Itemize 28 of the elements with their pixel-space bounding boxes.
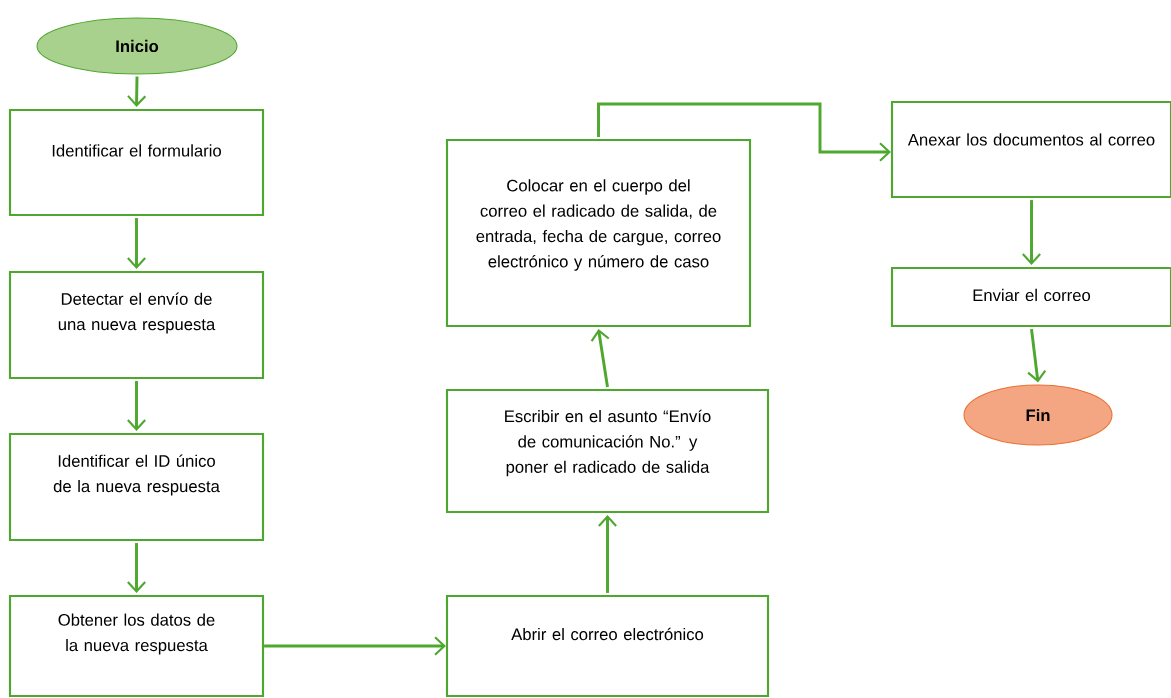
arrow bbox=[1022, 200, 1041, 265]
arrow bbox=[127, 381, 146, 431]
process-box bbox=[8, 270, 265, 380]
arrow bbox=[127, 218, 146, 269]
node-label: Detectar el envío de una nueva respuesta bbox=[58, 292, 216, 334]
process-box bbox=[890, 100, 1171, 199]
arrow bbox=[127, 543, 146, 593]
node-label: Abrir el correo electrónico bbox=[511, 627, 704, 641]
node-label: Identificar el ID único de la nueva respuesta bbox=[53, 454, 220, 496]
node-label: Escribir en el asunto “Envío de comunicación No.” y poner el radicado de salida bbox=[505, 409, 711, 477]
node-label: Enviar el correo bbox=[973, 288, 1091, 302]
process-box bbox=[445, 594, 770, 698]
node-label: Obtener los datos de la nueva respuesta bbox=[58, 613, 215, 655]
node-label: Identificar el formulario bbox=[52, 144, 221, 157]
process-box bbox=[445, 388, 770, 514]
process-box bbox=[890, 266, 1171, 328]
arrow bbox=[127, 76, 147, 107]
node-label: Anexar los documentos al correo bbox=[907, 133, 1155, 146]
process-box bbox=[8, 594, 265, 698]
arrow bbox=[598, 515, 617, 593]
process-box bbox=[445, 138, 752, 328]
node-label: Colocar en el cuerpo del correo el radicado de salida, de entrada, fecha de cargue, correo electrónico y número de caso bbox=[476, 179, 721, 271]
arrow bbox=[597, 102, 891, 162]
arrow bbox=[590, 329, 610, 388]
arrow bbox=[1027, 328, 1047, 383]
process-box bbox=[8, 108, 265, 217]
process-box bbox=[8, 432, 265, 542]
arrow bbox=[264, 636, 446, 656]
